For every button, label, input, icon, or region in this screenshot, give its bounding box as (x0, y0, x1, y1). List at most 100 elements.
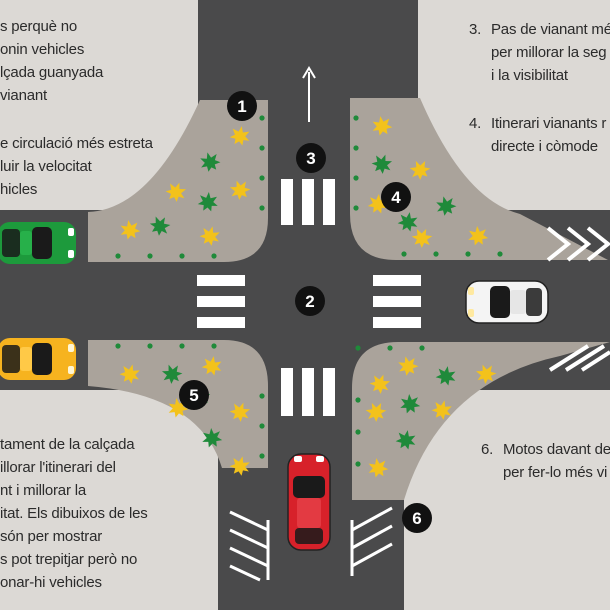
dot (115, 253, 121, 259)
note-line: s pot trepitjar però no (0, 551, 138, 568)
note-line: nt i millorar la (0, 482, 86, 499)
dot (355, 429, 361, 435)
note-line: luir la velocitat (0, 158, 92, 175)
crosswalk-stripe (281, 368, 293, 416)
badge-2: 2 (295, 286, 325, 316)
note-line: Motos davant de (503, 441, 610, 458)
dot (433, 251, 439, 257)
badge-4: 4 (381, 182, 411, 212)
dot (401, 251, 407, 257)
note-line: Pas de vianant més (491, 21, 610, 38)
crosswalk-stripe (197, 275, 245, 286)
dot (353, 115, 359, 121)
dot (211, 343, 217, 349)
crosswalk-stripe (373, 317, 421, 328)
dot (465, 251, 471, 257)
note-number: 3. (469, 21, 482, 38)
crosswalk-stripe (281, 179, 293, 225)
note-line: illorar l'itinerari del (0, 459, 116, 476)
dot (259, 175, 265, 181)
dot (259, 393, 265, 399)
crosswalk-north (281, 179, 335, 225)
crosswalk-stripe (302, 368, 314, 416)
note-first-line: 4. Itinerari vianants r (469, 112, 606, 135)
sidewalk-dots (115, 115, 503, 467)
dot (353, 145, 359, 151)
dot (353, 175, 359, 181)
diagonal-marking-east-bottom (548, 344, 610, 372)
note-number: 4. (469, 115, 482, 132)
badge-number: 4 (391, 188, 401, 207)
note-line: són per mostrar (0, 528, 103, 545)
crosswalk-stripe (373, 275, 421, 286)
dot (147, 253, 153, 259)
note-5: tament de la calçada illorar l'itinerari… (0, 433, 148, 594)
badge-circle (381, 182, 411, 212)
note-line: onin vehicles (0, 41, 85, 58)
dot (115, 343, 121, 349)
note-1: s perquè no onin vehicles lçada guanyada… (0, 15, 103, 107)
note-first-line: 3. Pas de vianant més (469, 18, 610, 41)
note-line: tament de la calçada (0, 436, 135, 453)
badge-5: 5 (179, 380, 209, 410)
dot (497, 251, 503, 257)
note-line: per millorar la seg (491, 44, 607, 61)
crosswalk-stripe (323, 368, 335, 416)
sidewalk-top-left (88, 100, 268, 262)
badge-number: 5 (189, 386, 198, 405)
note-line: s perquè no (0, 18, 78, 35)
badge-1: 1 (227, 91, 257, 121)
car-green (0, 222, 76, 264)
badge-number: 2 (305, 292, 314, 311)
crosswalk-south (281, 368, 335, 416)
dot (259, 423, 265, 429)
note-line: lçada guanyada (0, 64, 104, 81)
note-2: e circulació més estreta luir la velocit… (0, 132, 153, 201)
dot (179, 343, 185, 349)
dot (147, 343, 153, 349)
dot (259, 205, 265, 211)
crosswalk-stripe (323, 179, 335, 225)
dot (353, 205, 359, 211)
note-number: 6. (481, 441, 494, 458)
badge-circle (402, 503, 432, 533)
note-3: 3. Pas de vianant més per millorar la seg… (469, 18, 610, 87)
note-line: onar-hi vehicles (0, 574, 102, 591)
dot (259, 115, 265, 121)
dot (259, 453, 265, 459)
note-line: Itinerari vianants r (491, 115, 607, 132)
crosswalk-stripe (302, 179, 314, 225)
dot (211, 253, 217, 259)
note-line: itat. Els dibuixos de les (0, 505, 148, 522)
badge-number: 3 (306, 149, 315, 168)
car-yellow (0, 338, 76, 380)
sidewalk-bottom-right (352, 342, 610, 500)
dot (355, 397, 361, 403)
note-line: hicles (0, 181, 38, 198)
note-line: directe i còmode (491, 138, 598, 155)
crosswalk-stripe (373, 296, 421, 307)
crosswalk-stripe (197, 317, 245, 328)
badge-circle (227, 91, 257, 121)
badge-6: 6 (402, 503, 432, 533)
badge-circle (179, 380, 209, 410)
moto-box-marking-left (229, 510, 270, 582)
car-white (465, 280, 549, 324)
badge-circle (295, 286, 325, 316)
note-line: e circulació més estreta (0, 135, 153, 152)
note-4: 4. Itinerari vianants r directe i còmode (469, 112, 606, 158)
badge-circle (296, 143, 326, 173)
dot (259, 145, 265, 151)
note-line: i la visibilitat (491, 67, 568, 84)
badge-number: 1 (237, 97, 246, 116)
straight-arrow-icon (302, 66, 316, 122)
car-red (287, 453, 331, 551)
note-line: per fer-lo més vi (503, 464, 608, 481)
dot (355, 345, 361, 351)
dot (419, 345, 425, 351)
crosswalk-east (373, 275, 421, 328)
dot (355, 461, 361, 467)
note-line: vianant (0, 87, 47, 104)
